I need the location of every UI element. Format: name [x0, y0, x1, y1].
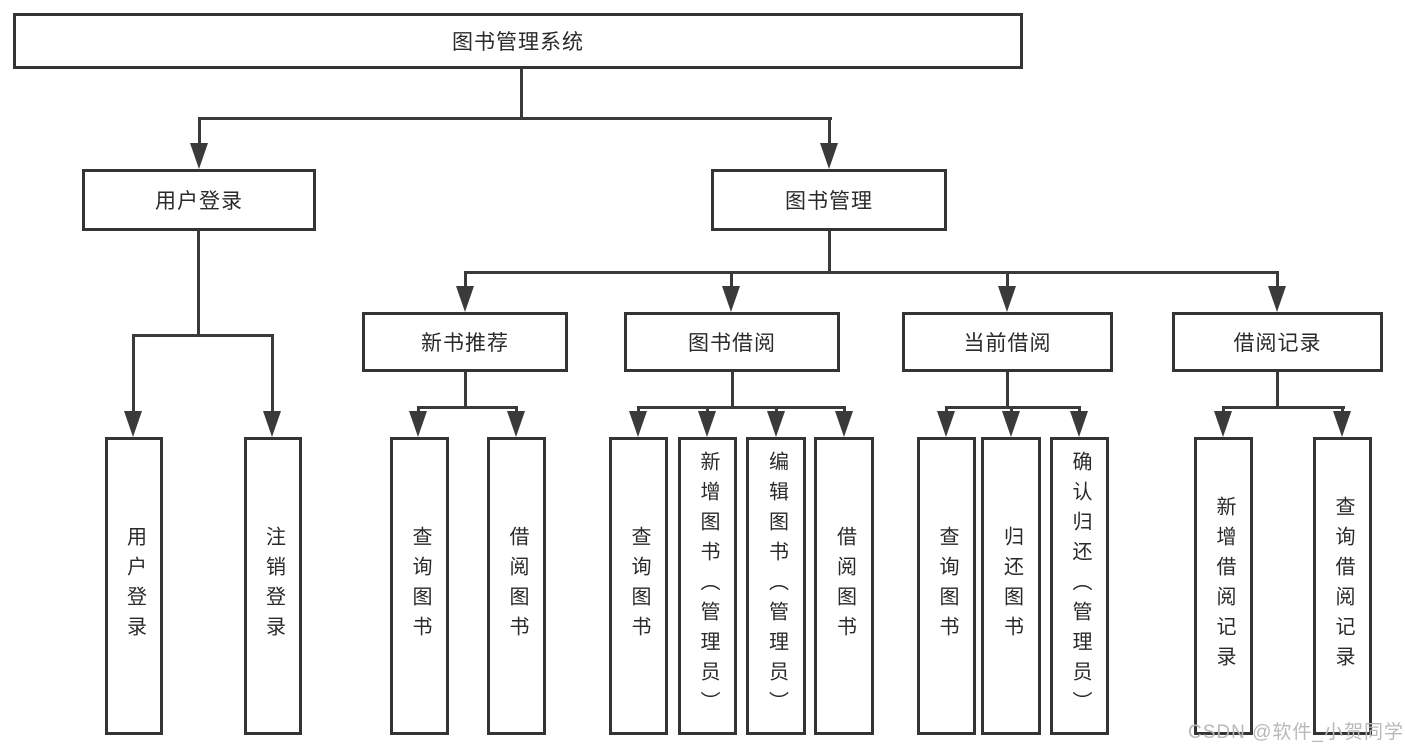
- node-root-system: 图书管理系统: [13, 13, 1023, 69]
- node-borrow-records-label: 借阅记录: [1233, 332, 1322, 355]
- leaf-add-books-admin-label: 新增图书（管理员）: [697, 451, 719, 721]
- connector-line: [731, 372, 734, 409]
- node-user-login: 用户登录: [82, 169, 316, 231]
- connector-line: [198, 117, 201, 149]
- arrow-down-icon: [998, 286, 1016, 312]
- connector-line: [828, 117, 831, 149]
- leaf-borrow-books: 借阅图书: [814, 437, 874, 735]
- csdn-watermark: CSDN @软件_小贺同学: [1188, 722, 1404, 743]
- arrow-down-icon: [409, 411, 427, 437]
- leaf-user-login: 用户登录: [105, 437, 163, 735]
- leaf-user-login-label: 用户登录: [123, 526, 146, 646]
- connector-line: [132, 334, 274, 337]
- leaf-borrow-books-recommend: 借阅图书: [487, 437, 546, 735]
- arrow-down-icon: [1002, 411, 1020, 437]
- connector-line: [198, 117, 832, 120]
- leaf-add-borrow-record-label: 新增借阅记录: [1213, 496, 1235, 676]
- connector-line: [417, 406, 518, 409]
- arrow-down-icon: [190, 143, 208, 169]
- leaf-add-books-admin: 新增图书（管理员）: [678, 437, 737, 735]
- node-borrow-records: 借阅记录: [1172, 312, 1383, 372]
- leaf-add-borrow-record: 新增借阅记录: [1194, 437, 1253, 735]
- leaf-edit-books-admin-label: 编辑图书（管理员）: [765, 451, 788, 721]
- arrow-down-icon: [722, 286, 740, 312]
- arrow-down-icon: [629, 411, 647, 437]
- connector-line: [1006, 271, 1009, 292]
- node-book-management-label: 图书管理: [785, 190, 873, 213]
- arrow-down-icon: [1070, 411, 1088, 437]
- leaf-borrow-books-label: 借阅图书: [833, 526, 856, 646]
- leaf-query-books-borrow: 查询图书: [609, 437, 668, 735]
- connector-line: [464, 372, 467, 409]
- arrow-down-icon: [820, 143, 838, 169]
- connector-line: [1276, 372, 1279, 409]
- leaf-query-books-recommend: 查询图书: [390, 437, 449, 735]
- connector-line: [1222, 406, 1345, 409]
- connector-line: [828, 231, 831, 274]
- node-user-login-label: 用户登录: [155, 190, 243, 213]
- node-current-borrow: 当前借阅: [902, 312, 1113, 372]
- connector-line: [520, 69, 523, 119]
- node-book-management: 图书管理: [711, 169, 947, 231]
- node-new-book-recommend: 新书推荐: [362, 312, 568, 372]
- leaf-borrow-books-recommend-label: 借阅图书: [506, 526, 528, 646]
- connector-line: [637, 406, 846, 409]
- leaf-query-borrow-record-label: 查询借阅记录: [1332, 496, 1354, 676]
- leaf-return-books-label: 归还图书: [1000, 526, 1023, 646]
- connector-line: [1276, 271, 1279, 292]
- node-new-book-recommend-label: 新书推荐: [421, 332, 509, 355]
- node-current-borrow-label: 当前借阅: [963, 332, 1052, 355]
- node-root-label: 图书管理系统: [452, 31, 584, 54]
- arrow-down-icon: [1214, 411, 1232, 437]
- arrow-down-icon: [835, 411, 853, 437]
- arrow-down-icon: [698, 411, 716, 437]
- leaf-logout: 注销登录: [244, 437, 302, 735]
- leaf-return-books: 归还图书: [981, 437, 1041, 735]
- connector-line: [132, 334, 135, 417]
- connector-line: [464, 271, 1278, 274]
- leaf-query-books-borrow-label: 查询图书: [628, 526, 650, 646]
- leaf-query-borrow-record: 查询借阅记录: [1313, 437, 1372, 735]
- arrow-down-icon: [124, 411, 142, 437]
- leaf-edit-books-admin: 编辑图书（管理员）: [746, 437, 806, 735]
- arrow-down-icon: [263, 411, 281, 437]
- leaf-confirm-return-admin-label: 确认归还（管理员）: [1069, 451, 1091, 721]
- leaf-query-books-current-label: 查询图书: [936, 526, 958, 646]
- arrow-down-icon: [507, 411, 525, 437]
- leaf-query-books-current: 查询图书: [917, 437, 976, 735]
- connector-line: [945, 406, 1081, 409]
- leaf-logout-label: 注销登录: [262, 526, 285, 646]
- arrow-down-icon: [767, 411, 785, 437]
- arrow-down-icon: [1268, 286, 1286, 312]
- arrow-down-icon: [1333, 411, 1351, 437]
- leaf-confirm-return-admin: 确认归还（管理员）: [1050, 437, 1109, 735]
- node-book-borrow: 图书借阅: [624, 312, 840, 372]
- connector-line: [271, 334, 274, 417]
- node-book-borrow-label: 图书借阅: [688, 332, 776, 355]
- connector-line: [730, 271, 733, 292]
- connector-line: [1006, 372, 1009, 409]
- connector-line: [197, 231, 200, 337]
- connector-line: [464, 271, 467, 292]
- leaf-query-books-recommend-label: 查询图书: [409, 526, 431, 646]
- arrow-down-icon: [456, 286, 474, 312]
- arrow-down-icon: [937, 411, 955, 437]
